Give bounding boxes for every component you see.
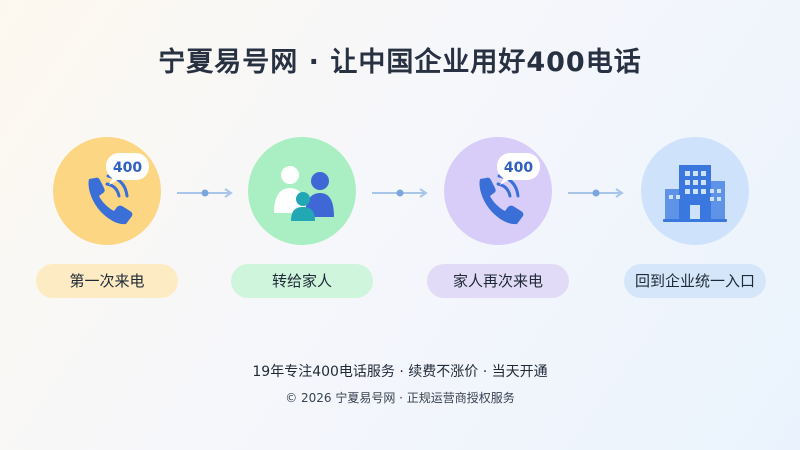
phone-ringing-icon: 400: [479, 153, 540, 225]
building-icon: [663, 165, 727, 222]
step-3-circle: 400: [444, 137, 552, 245]
family-icon: [274, 166, 334, 221]
arrow-right-icon: [370, 185, 430, 199]
step-1-badge: 400: [113, 160, 142, 176]
tagline: 19年专注400电话服务 · 续费不涨价 · 当天开通: [252, 364, 548, 380]
step-2-circle: [248, 137, 356, 245]
step-4-circle: [641, 137, 749, 245]
copyright: © 2026 宁夏易号网 · 正规运营商授权服务: [285, 391, 515, 405]
arrow-right-icon: [175, 185, 235, 199]
step-3-badge: 400: [504, 160, 533, 176]
step-1-label: 第一次来电: [36, 264, 178, 298]
page-title: 宁夏易号网 · 让中国企业用好400电话: [158, 47, 642, 78]
phone-ringing-icon: 400: [88, 153, 149, 225]
arrow-right-icon: [566, 185, 626, 199]
step-3-label: 家人再次来电: [427, 264, 569, 298]
step-4-label: 回到企业统一入口: [624, 264, 766, 298]
step-1-circle: 400: [53, 137, 161, 245]
step-2-label: 转给家人: [231, 264, 373, 298]
